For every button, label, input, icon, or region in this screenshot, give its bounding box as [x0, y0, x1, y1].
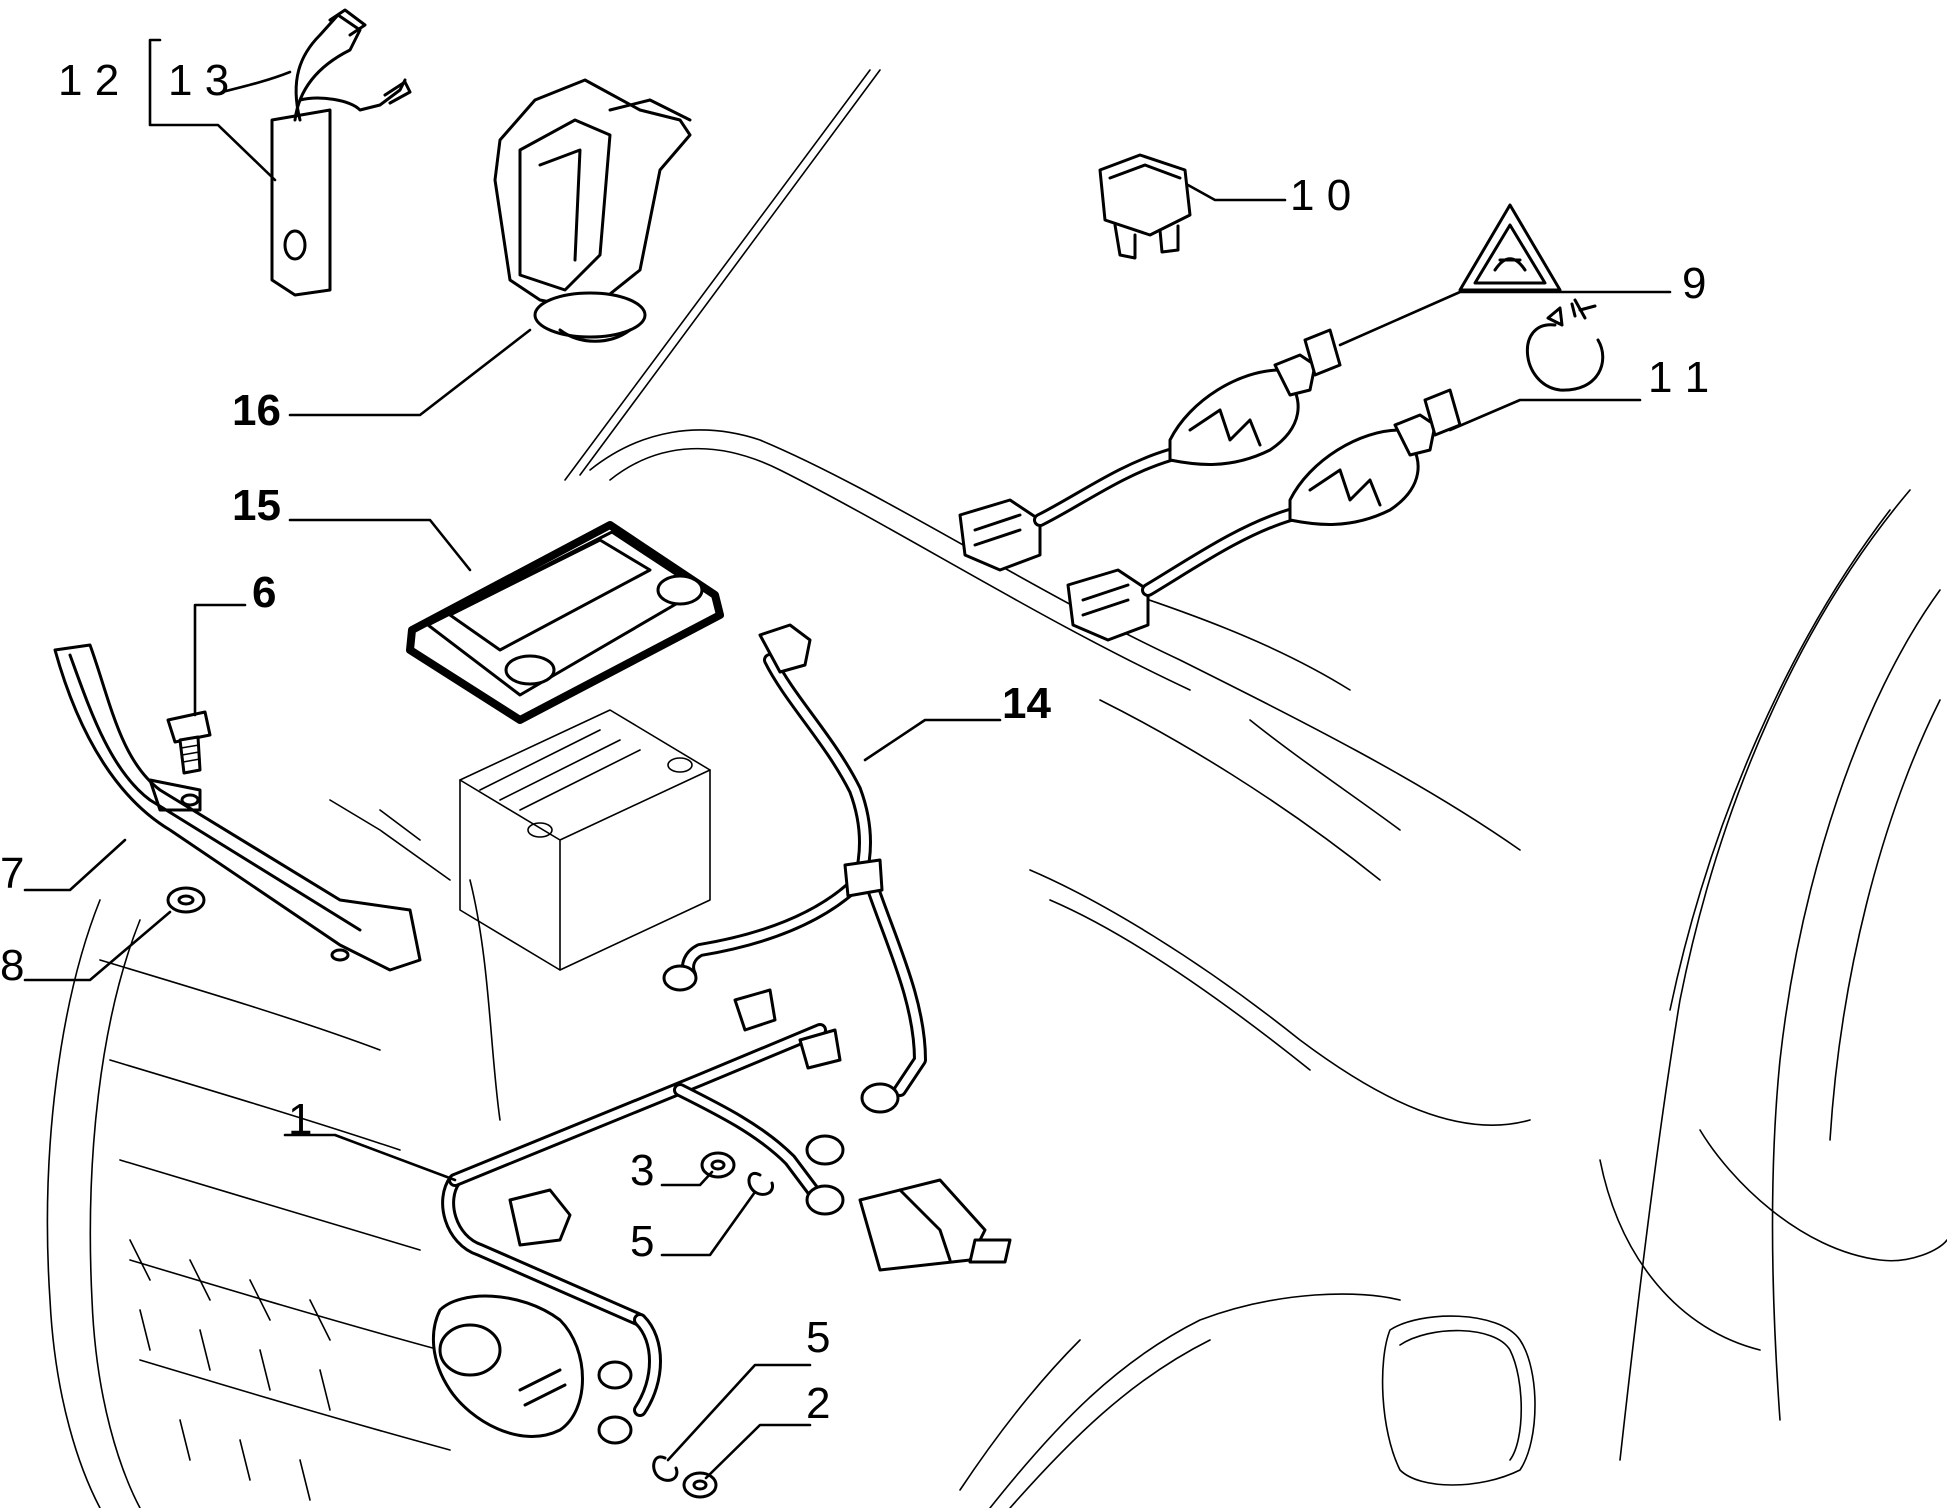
callout-9: 9: [1682, 259, 1706, 308]
callout-3: 3: [630, 1146, 654, 1195]
callout-5-lower: 5: [806, 1313, 830, 1362]
callout-10: 1 1: [1648, 353, 1709, 402]
part-2-nut: [682, 1471, 718, 1499]
warning-triangle-icon: [1458, 203, 1562, 292]
callout-13: 1 3: [168, 56, 229, 105]
callout-14: 14: [1002, 679, 1051, 728]
callout-6: 6: [252, 568, 276, 617]
part-10-harness-adapter: [1066, 388, 1462, 642]
part-16-mounting-cradle: [493, 78, 692, 343]
battery: [459, 709, 711, 971]
part-6-bolt: [166, 710, 212, 775]
callout-12: 1 2: [58, 56, 119, 105]
part-7-support-bar: [53, 643, 422, 972]
leader-lines: [23, 38, 1672, 1480]
part-5-washer-upper: [747, 1171, 775, 1196]
part-15-control-unit: [406, 521, 724, 724]
part-14-earth-cable: [662, 623, 927, 1114]
callout-11: 1 0: [1290, 171, 1351, 220]
part-12-13-clip-bracket: [270, 8, 412, 297]
callout-2: 2: [806, 1379, 830, 1428]
callout-8: 8: [0, 941, 24, 990]
part-3-nut: [700, 1151, 736, 1179]
part-9-harness-adapter: [958, 328, 1342, 572]
sensor-assembly: [431, 1294, 584, 1438]
fan-rotation-icon: [1525, 298, 1605, 392]
callout-labels: 1 2 1 3 16 15 6 7 8 1 0 9 1 1 14 1 3 5 5…: [0, 56, 1709, 1428]
callout-15: 15: [232, 481, 281, 530]
car-body-outline: [46, 69, 1947, 1508]
part-5-washer-lower: [652, 1455, 679, 1482]
callout-5-upper: 5: [630, 1217, 654, 1266]
callout-16: 16: [232, 386, 281, 435]
washer-pump: [858, 1178, 1012, 1272]
part-8-nut: [166, 886, 206, 914]
part-11-relay: [1098, 153, 1192, 260]
part-1-main-harness: [441, 879, 845, 1445]
callout-1: 1: [288, 1095, 312, 1144]
callout-7: 7: [0, 849, 24, 898]
